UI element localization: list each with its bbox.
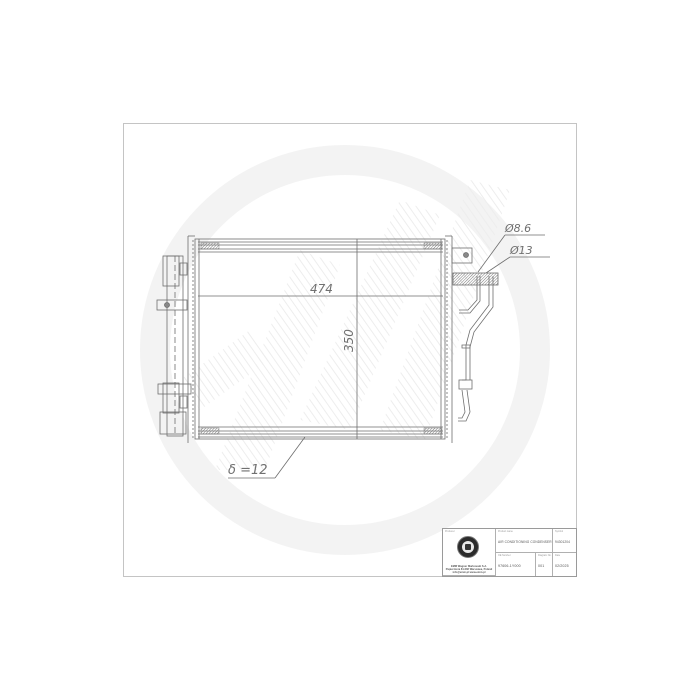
producer-label: Producer [445,530,455,533]
product-name-label: Product name [498,530,513,533]
date-label: Date [555,554,561,557]
pipe-large-diameter: Ø13 [509,244,533,257]
producer-cell: Producer EMM Wagner Markowski S.A. Papie… [443,529,496,576]
product-name-value: AIR CONDITIONING CONDENSER [498,540,552,544]
diagram-no-label: Diagram No. [538,554,552,557]
condenser-core [187,235,453,443]
product-name-cell: Product name AIR CONDITIONING CONDENSER [496,529,553,553]
pipe-small-diameter: Ø8.6 [504,222,531,235]
symbol-label: Symbol [555,530,563,533]
symbol-cell: Symbol 94301204 [553,529,576,553]
oe-number-value: 97606-1Y000 [498,564,521,568]
dimension-lines [198,234,550,479]
diagram-no-cell: Diagram No. 001 [536,553,553,576]
fin-hatch [423,242,443,250]
title-block: Producer EMM Wagner Markowski S.A. Papie… [442,528,577,577]
company-logo-icon [457,536,479,558]
fin-hatch [423,427,443,435]
company-address: EMM Wagner Markowski S.A. Papiernicza 81… [444,565,494,574]
receiver-drier [156,255,192,437]
company-name: EMM Wagner Markowski S.A. [451,565,487,568]
oe-number-label: OE Number [498,554,511,557]
diagram-no-value: 001 [538,564,545,568]
fin-hatch [200,242,220,250]
thickness-dimension: δ =12 [228,463,268,478]
oe-number-cell: OE Number 97606-1Y000 [496,553,536,576]
drawing-frame [123,123,577,577]
outlet-pipes [451,247,499,422]
date-value: 02/2025 [555,564,569,568]
date-cell: Date 02/2025 [553,553,576,576]
company-contact: info@emm.pl www.emm.pl [452,571,486,575]
height-dimension: 350 [342,329,356,352]
width-dimension: 474 [310,282,333,296]
symbol-value: 94301204 [555,540,570,544]
watermark-gear-icon [140,145,550,555]
company-street: Papiernicza 81-082 Warszawa, Poland [445,568,493,572]
fin-hatch [200,427,220,435]
